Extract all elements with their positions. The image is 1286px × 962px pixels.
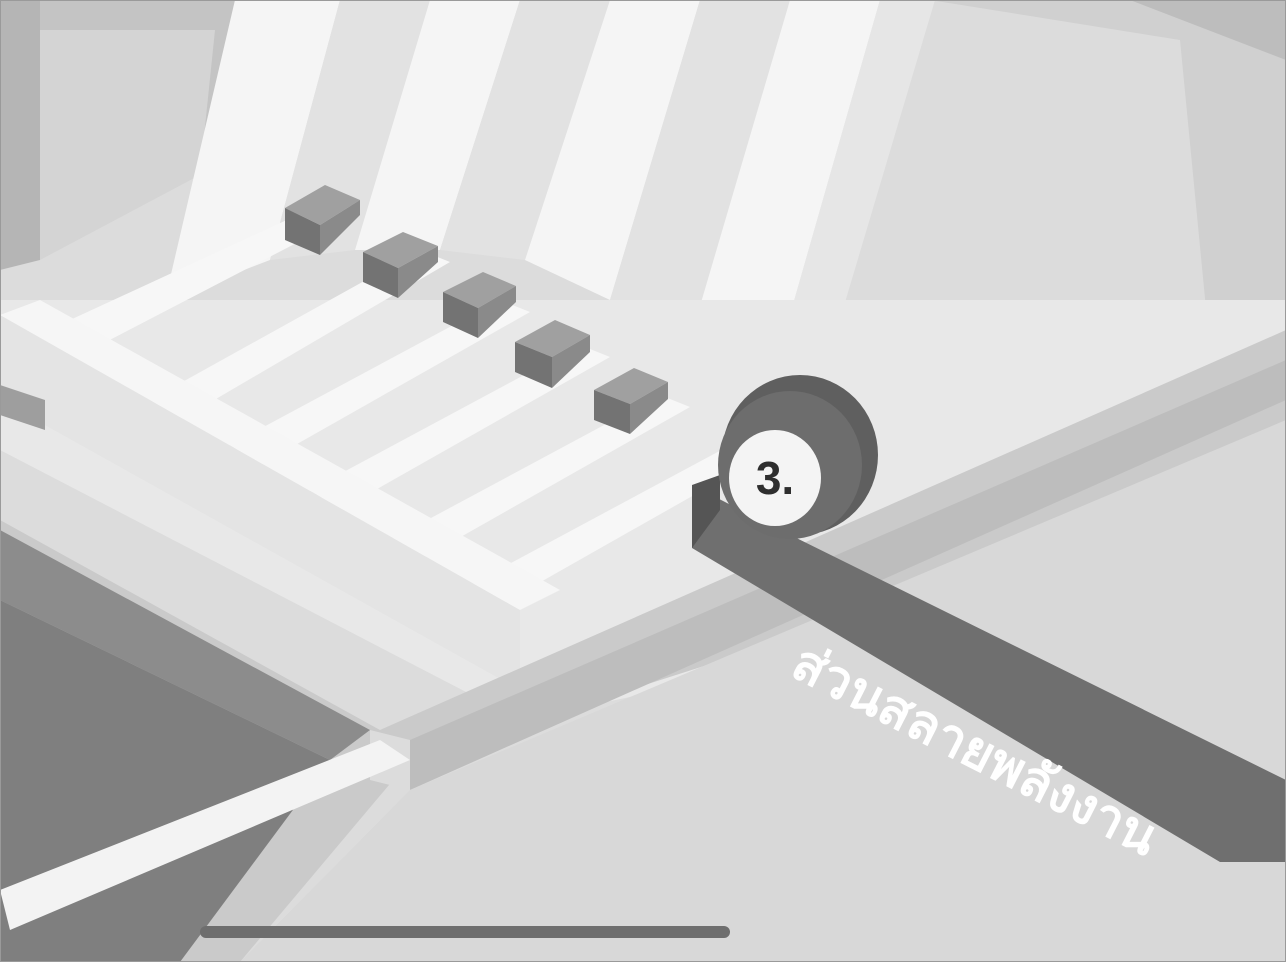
chute-slab-2-shade [440, 0, 610, 260]
chute-slab-2 [355, 0, 520, 250]
upper-left-wall-face [40, 30, 215, 260]
channel-edge-highlight [0, 740, 410, 930]
baffle-block-1-side [285, 208, 320, 255]
chute-slab-1 [165, 0, 340, 300]
chute-slab-3 [525, 0, 700, 300]
channel-dark-wall [0, 530, 370, 760]
step-number-text: 3. [755, 452, 795, 504]
baffle-block-4-side [515, 342, 552, 388]
step-number: 3. [735, 448, 815, 508]
baffle-wall-6-top [470, 440, 770, 605]
baffle-block-4-top [515, 320, 590, 357]
label-band-fold [692, 475, 720, 548]
baffle-block-5-front [630, 382, 668, 434]
baffle-wall-2-top [150, 250, 450, 420]
baffle-block-3-side [443, 292, 478, 338]
baffle-blocks [285, 185, 668, 434]
right-wall [930, 0, 1286, 620]
baffle-block-5-side [594, 390, 630, 434]
baffle-wall-3-top [230, 300, 530, 465]
baffle-block-2-side [363, 252, 398, 298]
channel-lower-floor [240, 420, 1286, 962]
end-sill-top [0, 300, 560, 610]
baffle-block-2-front [398, 246, 438, 298]
baffle-wall-5-top [390, 395, 690, 560]
baffle-block-5-top [594, 368, 668, 404]
label-band [692, 485, 1286, 862]
baffle-wall-4-top [310, 345, 610, 510]
right-wall-top [1130, 0, 1286, 60]
chute-slab-3-shade [610, 0, 790, 340]
baffle-block-1-top [285, 185, 360, 225]
end-sill-front [0, 315, 520, 690]
end-sill-notch [0, 385, 45, 430]
baffle-block-3-top [443, 272, 516, 308]
upper-left-wall-side [0, 0, 40, 270]
baffle-block-2-top [363, 232, 438, 268]
horizontal-scrollbar[interactable] [200, 926, 730, 938]
badge-face [729, 430, 821, 526]
baffle-block-3-front [478, 286, 516, 338]
baffle-block-1-front [320, 200, 360, 255]
baffle-block-4-front [552, 335, 590, 388]
step-badge [718, 375, 878, 539]
